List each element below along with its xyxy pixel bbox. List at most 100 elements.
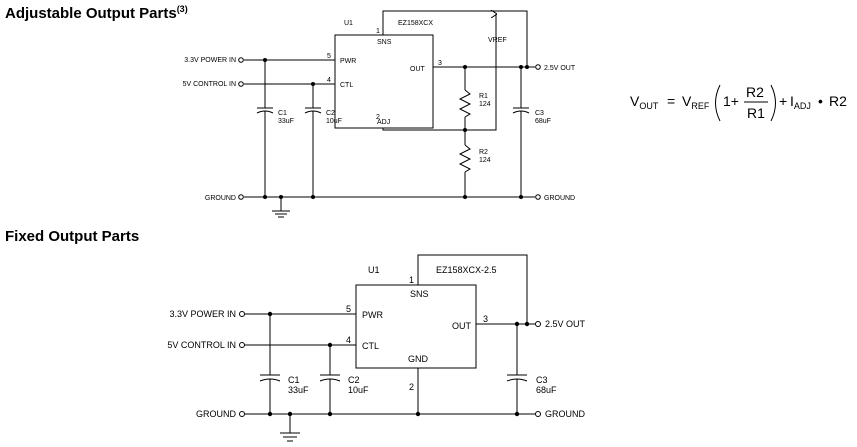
adj-r2-body (458, 144, 472, 173)
fixed-ground-out-label: GROUND (545, 409, 585, 419)
adj-pin-sns-num: 1 (376, 28, 380, 35)
fixed-junctions (267, 311, 530, 417)
fixed-c3-value: 68uF (536, 385, 557, 395)
formula-r2-end: R2 (829, 93, 847, 109)
adj-c2-value: 10uF (326, 118, 342, 125)
adj-pin-ctl: CTL (340, 82, 353, 89)
fixed-ground-in-label: GROUND (196, 409, 236, 419)
adj-pin-pwr: PWR (340, 58, 356, 65)
formula-adj-sub: ADJ (794, 101, 811, 111)
fixed-c2-value: 10uF (348, 385, 369, 395)
junction-dot (524, 321, 530, 327)
fixed-pin-gnd: GND (408, 354, 429, 364)
formula-left-paren (715, 84, 721, 122)
adj-c2-wire (304, 84, 322, 197)
junction-dot (263, 195, 267, 199)
formula-one-plus: 1+ (723, 93, 739, 109)
adj-r1-value: 124 (479, 101, 491, 108)
adj-r1-body (458, 89, 472, 118)
fixed-chip-part: EZ158XCX-2.5 (436, 265, 497, 275)
adj-vref-label: VREF (488, 37, 507, 44)
fixed-c3-ref: C3 (536, 375, 548, 385)
adjustable-heading: Adjustable Output Parts(3) (5, 4, 188, 22)
formula-r2-num: R2 (746, 84, 764, 100)
fixed-pin-ctl-num: 4 (346, 335, 351, 345)
adj-pin-ctl-num: 4 (327, 77, 331, 84)
formula-v2: V (682, 93, 692, 109)
adj-pin-out: OUT (410, 66, 426, 73)
adj-adj-wire (382, 128, 465, 131)
adj-ground-in-label: GROUND (205, 195, 236, 202)
junction-dot (463, 128, 467, 132)
adj-vout-label: 2.5V OUT (544, 65, 576, 72)
adj-c1-ref: C1 (278, 110, 287, 117)
fixed-labels: U1 EZ158XCX-2.5 1 SNS 5 PWR 4 CTL OUT 3 … (167, 265, 585, 419)
junction-dot (519, 65, 523, 69)
fixed-pin-sns-num: 1 (409, 275, 414, 285)
adj-control-terminal (238, 81, 244, 87)
junction-dot (263, 58, 267, 62)
junction-dot (514, 411, 520, 417)
adj-vref-line (465, 14, 496, 131)
junction-dot (279, 195, 283, 199)
fixed-chip-body (355, 284, 477, 369)
adj-vout-terminal (535, 64, 541, 70)
fixed-pin-pwr: PWR (362, 310, 383, 320)
formula-right-paren (770, 84, 776, 122)
fixed-heading-text: Fixed Output Parts (5, 228, 140, 245)
formula-v: V (630, 93, 640, 109)
formula-r1-den: R1 (747, 105, 765, 121)
formula-ref-sub: REF (691, 101, 710, 111)
fixed-pin-gnd-num: 2 (409, 382, 414, 392)
adj-pin-adj-num: 2 (376, 114, 380, 121)
junction-dot (267, 411, 273, 417)
adj-c1-value: 33uF (278, 118, 294, 125)
adj-c2-ref: C2 (326, 110, 335, 117)
fixed-control-terminal (239, 342, 245, 348)
fixed-control-label: 5V CONTROL IN (167, 340, 236, 350)
adj-pin-sns: SNS (377, 39, 392, 46)
adj-chip-part: EZ158XCX (398, 20, 433, 27)
formula-vref: VREF (682, 93, 710, 111)
adjustable-heading-text: Adjustable Output Parts (5, 5, 177, 22)
fixed-pin-pwr-num: 5 (346, 304, 351, 314)
fixed-sns-wire (417, 254, 528, 324)
fixed-pin-out-num: 3 (483, 314, 488, 324)
fixed-c1-ref: C1 (288, 375, 300, 385)
fixed-pin-ctl: CTL (362, 341, 379, 351)
junction-dot (311, 195, 315, 199)
adj-pin-adj: ADJ (377, 119, 390, 126)
junction-dot (463, 195, 467, 199)
junction-dot (463, 65, 467, 69)
junction-dot (514, 321, 520, 327)
junction-dot (519, 195, 523, 199)
formula-vout: VOUT (630, 93, 659, 111)
adj-r2-ref: R2 (479, 149, 488, 156)
fixed-c1-wire (259, 314, 281, 414)
formula-dot: • (818, 93, 823, 109)
adj-c3-value: 68uF (535, 118, 551, 125)
adj-ground-out-terminal (535, 194, 541, 200)
formula-i: I (790, 93, 794, 109)
adjustable-heading-footnote: (3) (176, 4, 188, 14)
adj-r1-ref: R1 (479, 93, 488, 100)
junction-dot (311, 82, 315, 86)
adj-c3-wire (512, 67, 530, 197)
fixed-chip-ref: U1 (368, 265, 380, 275)
adjustable-labels: U1 EZ158XCX 1 SNS 5 PWR 4 CTL OUT 3 ADJ … (183, 20, 576, 202)
formula-equals: = (667, 93, 675, 109)
formula-out-sub: OUT (639, 101, 659, 111)
fixed-power-label: 3.3V POWER IN (169, 309, 236, 319)
adj-power-terminal (238, 57, 244, 63)
adj-c3-ref: C3 (535, 110, 544, 117)
formula-plus: + (779, 93, 787, 109)
adj-c1-wire (256, 60, 274, 197)
junction-dot (327, 342, 333, 348)
fixed-vout-terminal (535, 321, 541, 327)
junction-dot (327, 411, 333, 417)
adj-pin-out-num: 3 (438, 60, 442, 67)
fixed-c3-wire (506, 324, 528, 414)
junction-dot (525, 65, 529, 69)
adj-r2-value: 124 (479, 157, 491, 164)
